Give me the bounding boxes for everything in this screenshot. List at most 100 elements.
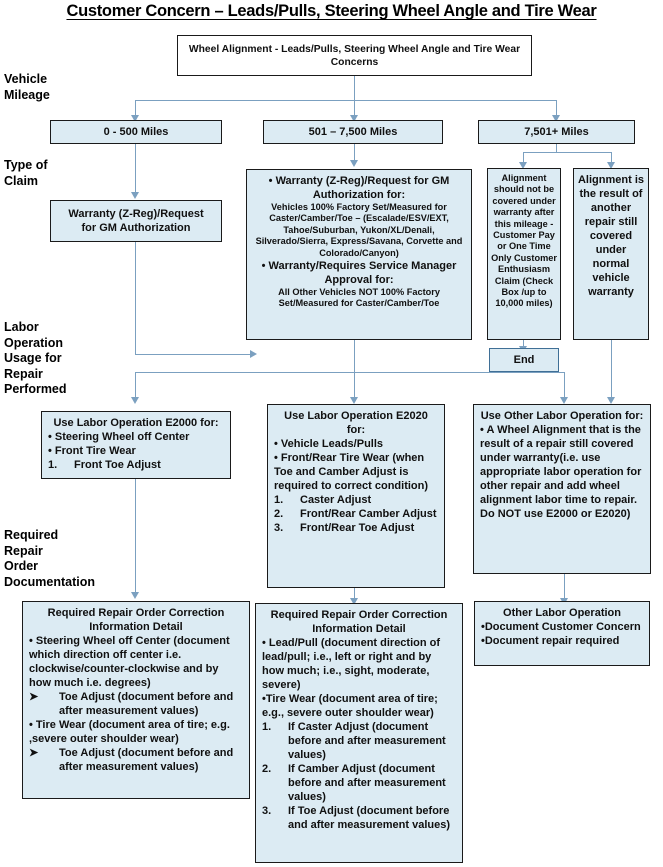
connector-e2000-to-doc [135, 479, 137, 594]
doc-box-right: Other Labor Operation •Document Customer… [474, 601, 650, 666]
lane-label-required-documentation: Required Repair Order Documentation [4, 528, 95, 589]
root-concern-box: Wheel Alignment - Leads/Pulls, Steering … [177, 35, 532, 76]
claim-detail-bullet1-head: • Warranty (Z-Reg)/Request for GM Author… [268, 175, 450, 201]
connector-mid-claim-down [354, 340, 356, 373]
arrowhead-mileage-high [552, 115, 560, 122]
lane-label-vehicle-mileage: Vehicle Mileage [4, 72, 50, 102]
other-labor-body: • A Wheel Alignment that is the result o… [480, 424, 642, 520]
arrowhead-merge-into-mid [250, 350, 257, 358]
doc-mid-numbered-1: 1. If Caster Adjust (document before and … [262, 720, 456, 762]
labor-box-other: Use Other Labor Operation for: • A Wheel… [473, 404, 651, 574]
e2020-numbered-3-num: 3. [274, 522, 284, 534]
connector-low-claim-down [135, 242, 137, 355]
e2020-numbered-2-num: 2. [274, 508, 284, 520]
connector-bus-to-e2020 [354, 372, 356, 399]
connector-high-down [556, 144, 558, 153]
arrowhead-other-labor-right [607, 397, 615, 404]
connector-high-split-bar [523, 152, 612, 154]
connector-bus-to-other [564, 372, 566, 399]
labor-box-e2000: Use Labor Operation E2000 for: • Steerin… [41, 411, 231, 479]
claim-detail-bullet2-body: All Other Vehicles NOT 100% Factory Set/… [278, 287, 440, 309]
doc-box-left: Required Repair Order Correction Informa… [22, 601, 250, 799]
doc-mid-numbered-2-num: 2. [262, 763, 272, 775]
end-label: End [513, 354, 535, 366]
mileage-label-501-7500: 501 – 7,500 Miles [308, 126, 398, 138]
doc-left-bullet-2: • Tire Wear (document area of tire; e.g.… [29, 719, 230, 745]
e2020-numbered-3-text: Front/Rear Toe Adjust [300, 522, 415, 534]
doc-mid-head: Required Repair Order Correction Informa… [270, 609, 448, 635]
arrowhead-claim-low [131, 192, 139, 199]
doc-mid-numbered-1-text: If Caster Adjust (document before and af… [288, 721, 446, 761]
arrowhead-claim-high-right [607, 162, 615, 169]
claim-box-not-covered: Alignment should not be covered under wa… [487, 168, 561, 340]
e2020-numbered-1: 1. Caster Adjust [274, 493, 438, 507]
doc-box-mid: Required Repair Order Correction Informa… [255, 603, 463, 863]
claim-box-result-of-repair: Alignment is the result of another repai… [573, 168, 649, 340]
e2020-numbered-3: 3. Front/Rear Toe Adjust [274, 521, 438, 535]
arrowhead-claim-mid [350, 160, 358, 167]
arrowhead-other-labor-left [560, 397, 568, 404]
e2020-numbered-2: 2. Front/Rear Camber Adjust [274, 507, 438, 521]
mileage-box-7501-plus: 7,501+ Miles [478, 120, 635, 144]
connector-mid-to-claim [354, 144, 356, 164]
e2000-numbered-1: 1. Front Toe Adjust [48, 458, 224, 472]
connector-to-mileage-mid [354, 100, 356, 117]
connector-other-to-doc [564, 574, 566, 601]
doc-left-arrow-1: ➤Toe Adjust (document before and after m… [29, 690, 243, 718]
connector-right-claim-down [611, 340, 613, 399]
e2020-numbered-1-text: Caster Adjust [300, 494, 372, 506]
connector-bus-to-e2000 [135, 372, 137, 399]
connector-distribution-bar [135, 100, 557, 102]
connector-root-down [354, 76, 356, 101]
e2020-numbered-2-text: Front/Rear Camber Adjust [300, 508, 437, 520]
connector-low-to-claim [135, 144, 137, 196]
connector-low-claim-right [135, 354, 254, 356]
doc-left-arrow-2-text: Toe Adjust (document before and after me… [59, 747, 234, 773]
arrowhead-mileage-low [131, 115, 139, 122]
doc-right-head: Other Labor Operation [503, 607, 621, 619]
end-box: End [489, 348, 559, 372]
doc-mid-numbered-3: 3. If Toe Adjust (document before and aft… [262, 804, 456, 832]
root-concern-text: Wheel Alignment - Leads/Pulls, Steering … [188, 43, 521, 68]
arrowhead-mileage-mid [350, 115, 358, 122]
e2000-head: Use Labor Operation E2000 for: [53, 417, 219, 429]
doc-mid-numbered-3-num: 3. [262, 805, 272, 817]
doc-mid-bullet-1: • Lead/Pull (document direction of lead/… [262, 637, 441, 691]
connector-high-to-right [611, 152, 613, 166]
other-labor-head: Use Other Labor Operation for: [480, 410, 644, 422]
doc-left-arrow-1-text: Toe Adjust (document before and after me… [59, 691, 234, 717]
e2020-bullet-1: • Vehicle Leads/Pulls [274, 438, 384, 450]
mileage-box-0-500: 0 - 500 Miles [50, 120, 222, 144]
claim-warranty-line2: for GM Authorization [81, 222, 191, 234]
claim-detail-bullet1-body: Vehicles 100% Factory Set/Measured for C… [255, 202, 463, 258]
connector-to-mileage-low [135, 100, 137, 117]
doc-mid-numbered-3-text: If Toe Adjust (document before and after… [288, 805, 451, 831]
connector-e2020-to-doc [354, 588, 356, 601]
doc-left-head: Required Repair Order Correction Informa… [47, 607, 225, 633]
doc-mid-numbered-1-num: 1. [262, 721, 272, 733]
page-title: Customer Concern – Leads/Pulls, Steering… [66, 2, 597, 20]
arrowhead-doc-left [131, 592, 139, 599]
labor-box-e2020: Use Labor Operation E2020 for: • Vehicle… [267, 404, 445, 588]
claim-not-covered-text: Alignment should not be covered under wa… [491, 173, 557, 309]
doc-mid-numbered-2: 2. If Camber Adjust (document before and … [262, 762, 456, 804]
doc-right-bullet-1: •Document Customer Concern [481, 621, 641, 633]
e2020-numbered-1-num: 1. [274, 494, 284, 506]
e2020-bullet-2: • Front/Rear Tire Wear (when Toe and Cam… [274, 452, 429, 492]
claim-box-warranty-detail: • Warranty (Z-Reg)/Request for GM Author… [246, 169, 472, 340]
e2000-numbered-1-num: 1. [48, 459, 58, 471]
lane-label-type-of-claim: Type of Claim [4, 158, 48, 188]
connector-to-mileage-high [556, 100, 558, 117]
claim-box-warranty-zreg: Warranty (Z-Reg)/Request for GM Authoriz… [50, 200, 222, 242]
connector-not-covered-to-end [523, 340, 525, 348]
arrowhead-doc-mid [350, 598, 358, 605]
e2000-numbered-1-text: Front Toe Adjust [74, 459, 161, 471]
claim-result-of-repair-text: Alignment is the result of another repai… [577, 174, 644, 298]
e2000-bullet-1: • Steering Wheel off Center [48, 431, 190, 443]
doc-left-bullet-1: • Steering Wheel off Center (document wh… [29, 635, 230, 689]
lane-label-labor-operation: Labor Operation Usage for Repair Perform… [4, 320, 67, 396]
arrow-bullet-icon-2: ➤ [29, 747, 39, 759]
doc-mid-numbered-2-text: If Camber Adjust (document before and af… [288, 763, 446, 803]
arrowhead-e2000 [131, 397, 139, 404]
